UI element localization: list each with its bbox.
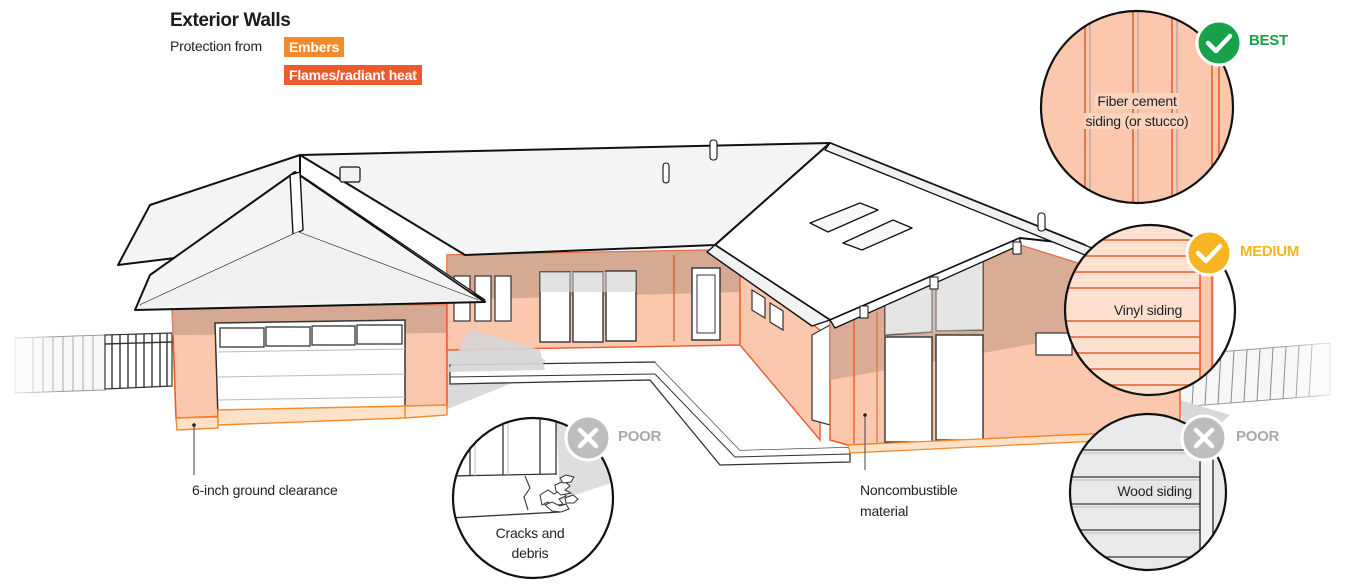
poor-badge-wood [1180, 414, 1228, 462]
garage-wall [171, 304, 448, 431]
wood-label: Wood siding [1098, 481, 1194, 501]
noncombustible-label-line2: material [860, 503, 909, 519]
legend-embers: Embers [284, 37, 345, 57]
poor-badge-cracks [564, 414, 612, 462]
poor-rating-wood: POOR [1236, 428, 1279, 445]
page-title: Exterior Walls [170, 10, 291, 31]
medium-rating: MEDIUM [1240, 243, 1300, 260]
back-wall [446, 249, 741, 372]
poor-rating-cracks: POOR [618, 428, 661, 445]
noncombustible-label-line1: Noncombustible [860, 482, 958, 498]
legend-flames: Flames/radiant heat [284, 65, 422, 85]
legend-subtitle: Protection from [170, 38, 262, 54]
roof [117, 139, 1093, 329]
fiber-cement-label: Fiber cement siding (or stucco) [1070, 91, 1204, 131]
left-fence [0, 320, 173, 400]
cracks-label: Cracks and debris [480, 523, 580, 563]
fiber-cement-line2: siding (or stucco) [1083, 113, 1191, 129]
best-badge [1195, 19, 1243, 67]
best-rating: BEST [1249, 32, 1288, 49]
fiber-cement-line1: Fiber cement [1095, 93, 1179, 109]
ground-clearance-label: 6-inch ground clearance [192, 482, 338, 498]
cracks-line1: Cracks and [495, 525, 565, 541]
vinyl-label: Vinyl siding [1098, 300, 1198, 320]
cracks-line2: debris [511, 545, 549, 561]
wood-line1: Wood siding [1115, 483, 1194, 499]
vinyl-line1: Vinyl siding [1111, 302, 1185, 318]
medium-badge [1185, 229, 1233, 277]
